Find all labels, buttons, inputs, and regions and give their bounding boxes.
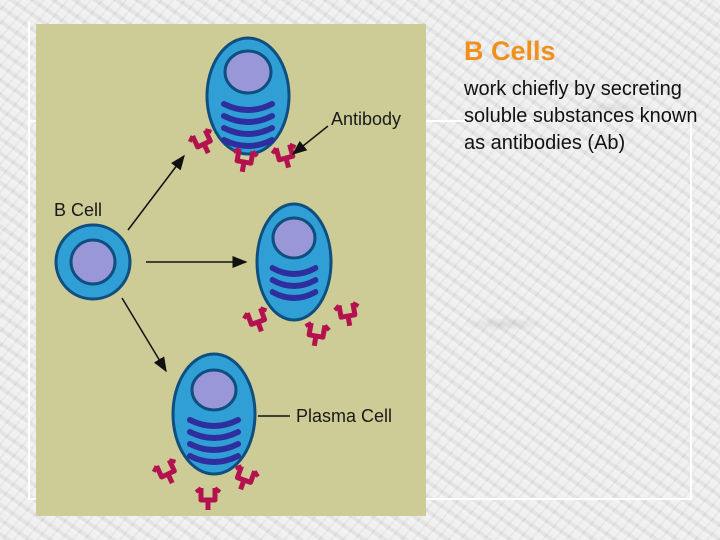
plasma-cell-top [205, 36, 291, 156]
slide-body-text: work chiefly by secreting soluble substa… [464, 78, 698, 154]
b-cell-diagram: Antibody B Cell [36, 24, 426, 516]
antibody-label: Antibody [331, 109, 401, 129]
diagram-canvas: Antibody B Cell [36, 24, 426, 516]
b-cell-label: B Cell [54, 200, 102, 220]
plasma-cell-middle [255, 202, 333, 322]
slide-title: B Cells [464, 36, 556, 66]
antibody-pointer [291, 125, 329, 155]
slide-frame-line [28, 22, 30, 122]
plasma-cell-bottom [171, 352, 257, 476]
b-cell [54, 223, 132, 301]
plasma-cell-label: Plasma Cell [296, 406, 392, 426]
arrow-to-bottom-cell [121, 297, 167, 373]
arrow-to-top-cell [127, 154, 185, 231]
